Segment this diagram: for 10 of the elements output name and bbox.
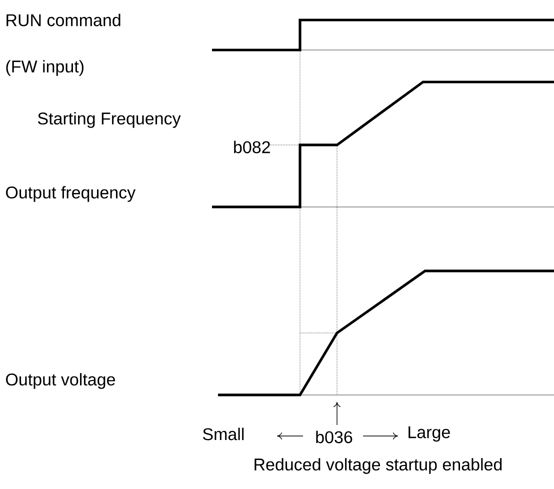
- label-text: Starting Frequency: [38, 112, 181, 128]
- label-text: b036: [316, 430, 352, 444]
- label-text: (FW input): [6, 60, 84, 76]
- label-text: Large: [408, 426, 450, 442]
- label-text: Small: [202, 428, 244, 440]
- label-text: b082: [234, 140, 270, 154]
- label-text: Output frequency: [6, 186, 136, 202]
- label-text: RUN command: [6, 14, 120, 26]
- label-text: Reduced voltage startup enabled: [254, 458, 502, 474]
- label-text: Output voltage: [6, 373, 115, 389]
